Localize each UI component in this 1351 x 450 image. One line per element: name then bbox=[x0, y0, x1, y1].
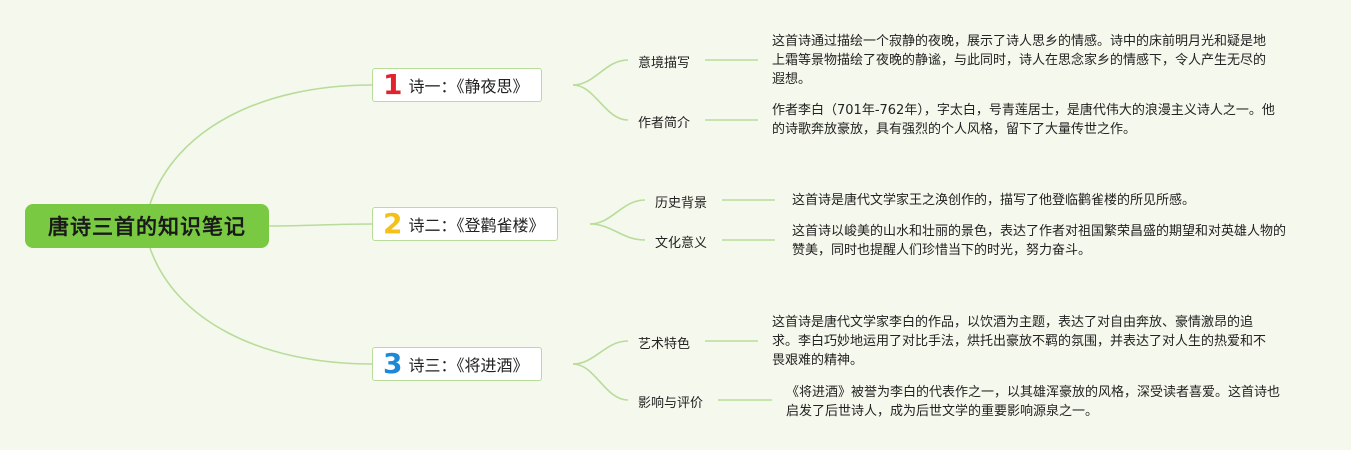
connector-b2-t1 bbox=[589, 199, 646, 225]
note-2-1: 这首诗是唐代文学家王之涣创作的，描写了他登临鹳雀楼的所见所感。 bbox=[792, 193, 1196, 208]
note-3-2: 《将进酒》被誉为李白的代表作之一，以其雄浑豪放的风格，深受读者喜爱。这首诗也启发… bbox=[786, 385, 1281, 419]
topic-node-2-1[interactable]: 历史背景 bbox=[655, 196, 708, 211]
topic-node-3-2[interactable]: 影响与评价 bbox=[638, 396, 704, 411]
branch-label: 诗一：《静夜思》 bbox=[408, 77, 529, 96]
branch-node-1[interactable]: 1 诗一：《静夜思》 bbox=[372, 68, 542, 102]
connector-root-branch-3 bbox=[149, 247, 373, 365]
branch-label: 诗三：《将进酒》 bbox=[408, 356, 529, 375]
number-1-icon: 1 bbox=[383, 68, 403, 101]
number-2-icon: 2 bbox=[383, 207, 403, 240]
branch-node-2[interactable]: 2 诗二：《登鹳雀楼》 bbox=[372, 207, 558, 241]
branch-label: 诗二：《登鹳雀楼》 bbox=[408, 216, 545, 235]
connector-b2-t2 bbox=[589, 223, 646, 241]
connector-b3-t2 bbox=[572, 363, 629, 401]
connector-b3-t1 bbox=[572, 340, 629, 365]
note-1-1: 这首诗通过描绘一个寂静的夜晚，展示了诗人思乡的情感。诗中的床前明月光和疑是地上霜… bbox=[772, 34, 1267, 87]
topic-node-1-2[interactable]: 作者简介 bbox=[638, 116, 691, 131]
connector-root-branch-2 bbox=[268, 223, 373, 227]
connector-b1-t2 bbox=[572, 84, 629, 121]
branch-node-3[interactable]: 3 诗三：《将进酒》 bbox=[372, 347, 542, 381]
connector-root-branch-1 bbox=[149, 84, 373, 205]
root-title: 唐诗三首的知识笔记 bbox=[48, 215, 246, 239]
note-1-2: 作者李白（701年-762年），字太白，号青莲居士，是唐代伟大的浪漫主义诗人之一… bbox=[772, 103, 1275, 137]
topic-node-2-2[interactable]: 文化意义 bbox=[655, 236, 708, 251]
topic-node-3-1[interactable]: 艺术特色 bbox=[638, 337, 691, 352]
root-node[interactable]: 唐诗三首的知识笔记 bbox=[25, 204, 269, 248]
number-3-icon: 3 bbox=[383, 347, 403, 380]
connector-b1-t1 bbox=[572, 59, 629, 86]
topic-node-1-1[interactable]: 意境描写 bbox=[638, 56, 691, 71]
note-3-1: 这首诗是唐代文学家李白的作品，以饮酒为主题，表达了对自由奔放、豪情激昂的追求。李… bbox=[772, 315, 1267, 368]
note-2-2: 这首诗以峻美的山水和壮丽的景色，表达了作者对祖国繁荣昌盛的期望和对英雄人物的赞美… bbox=[792, 224, 1287, 258]
